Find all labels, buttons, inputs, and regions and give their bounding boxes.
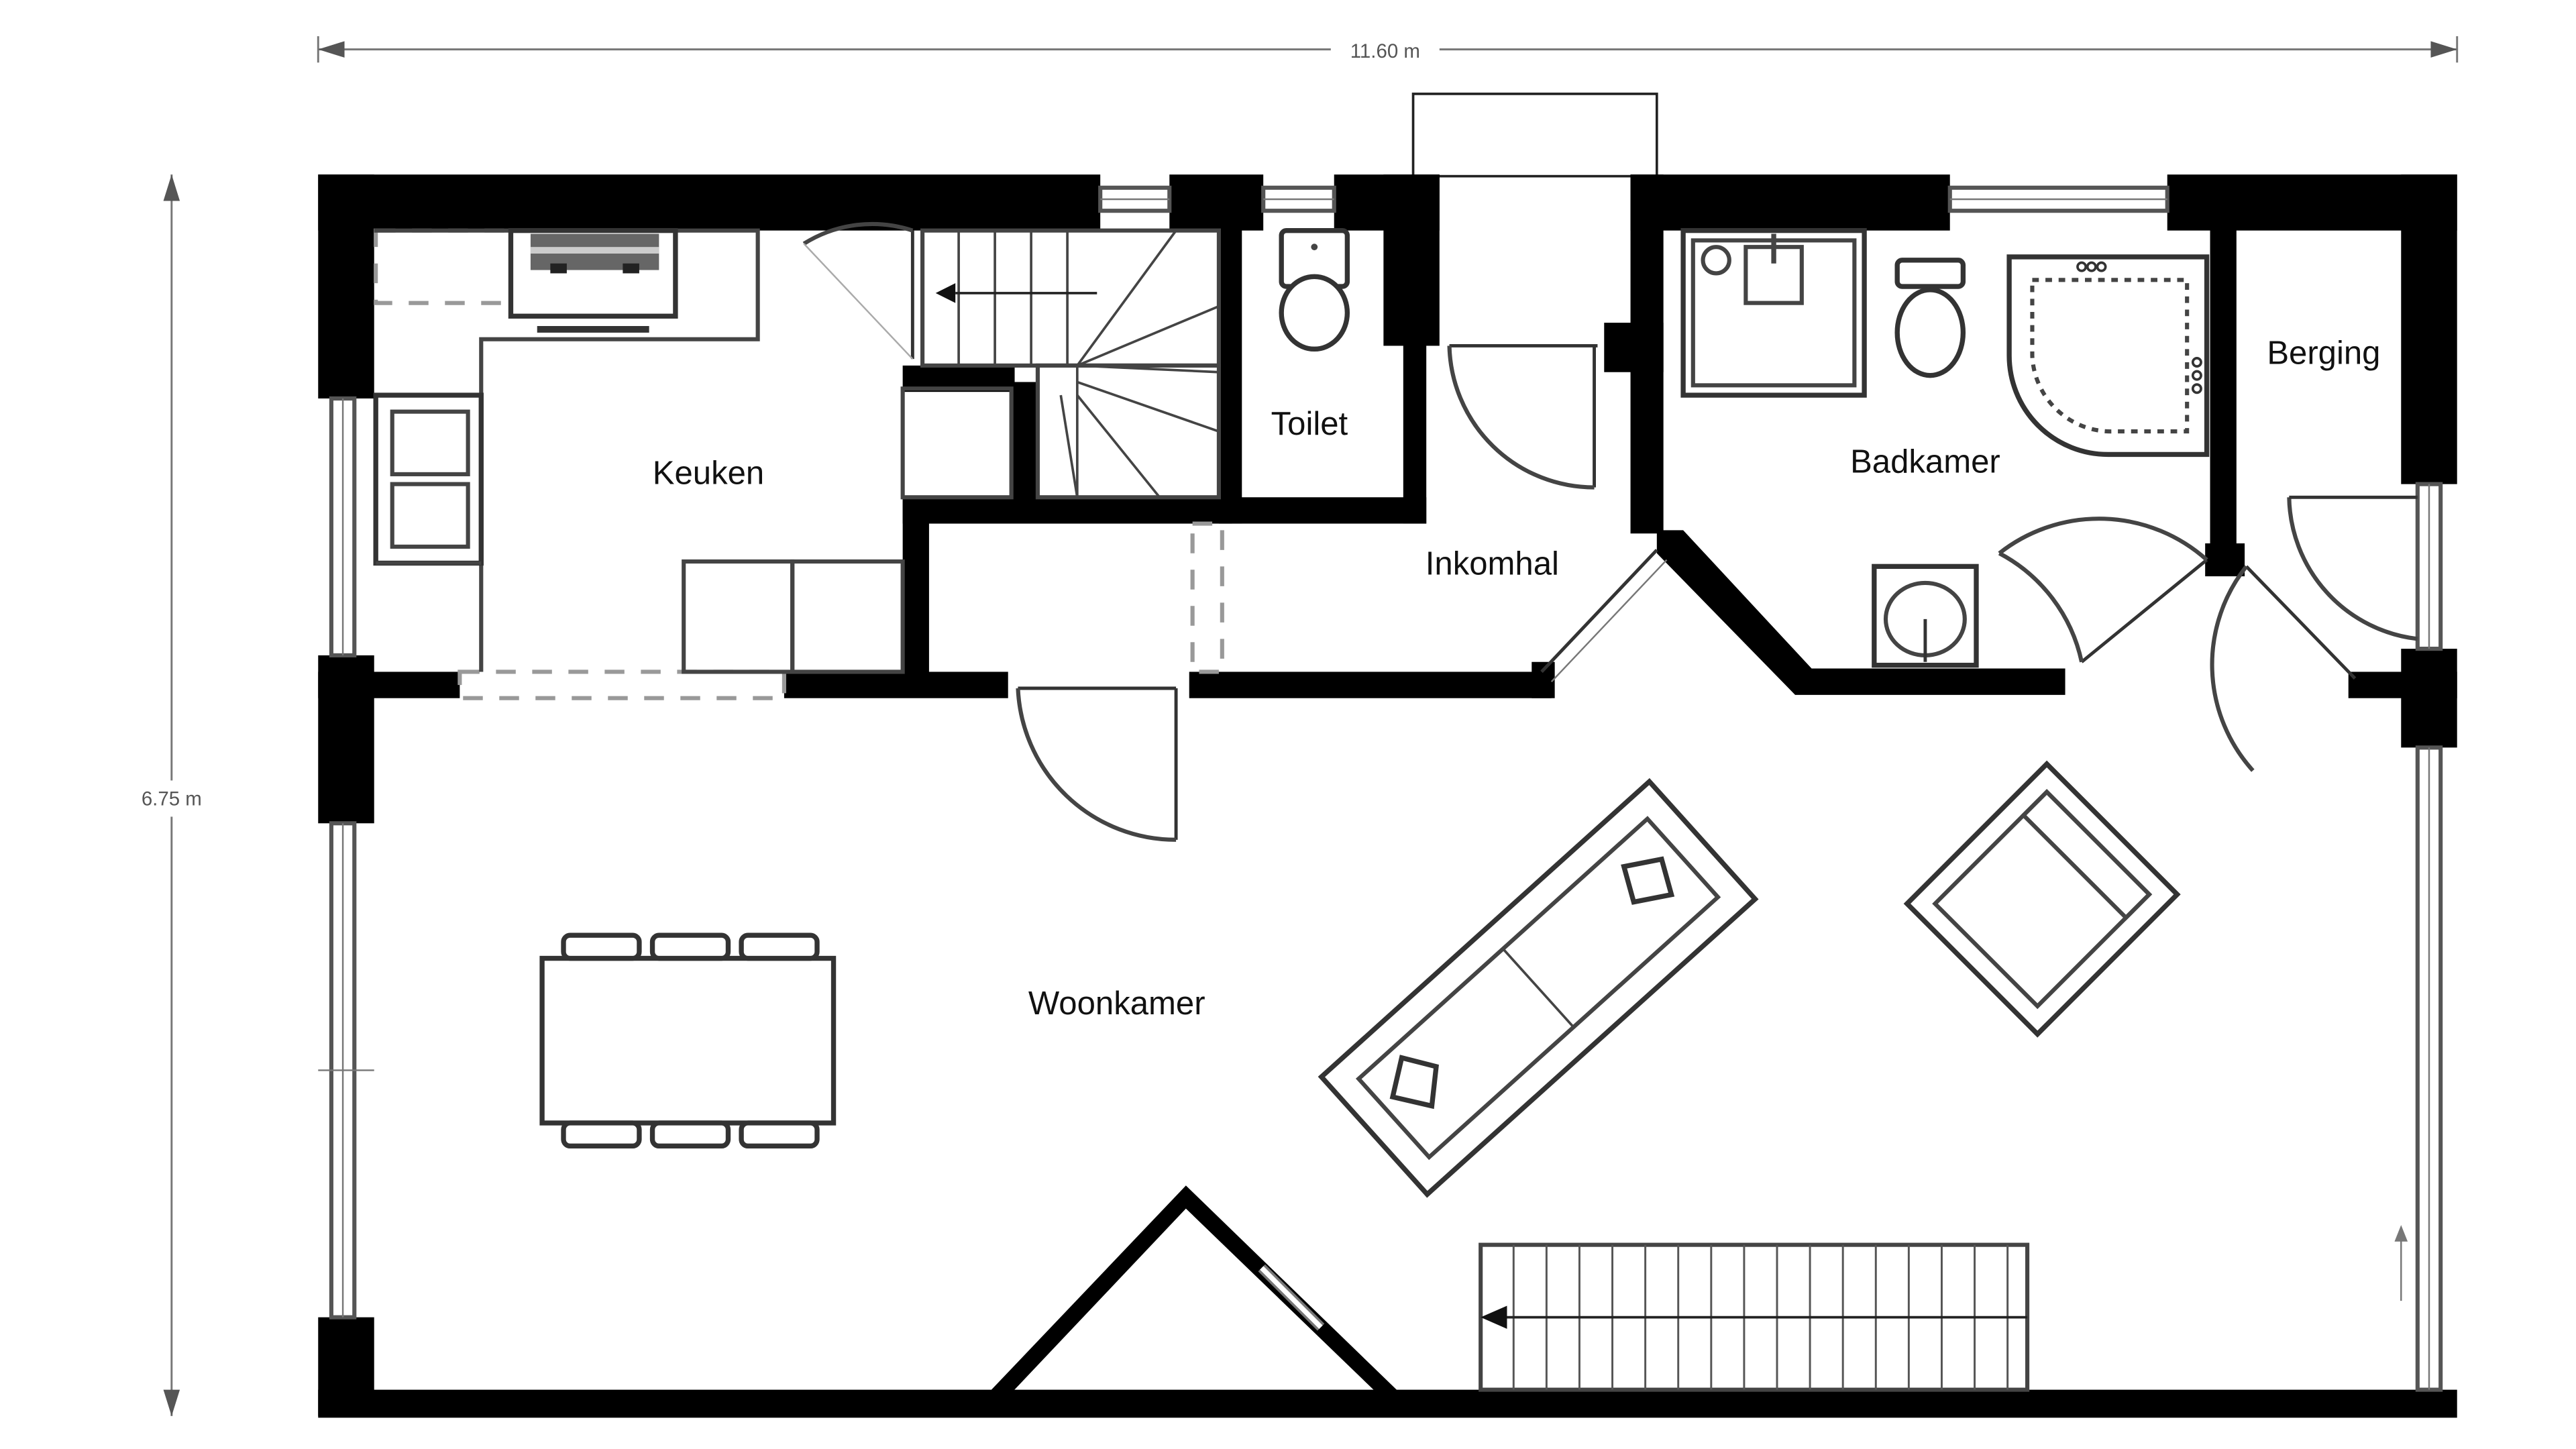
kitchen-fixtures (373, 227, 1014, 674)
room-label-toilet: Toilet (1271, 406, 1348, 442)
width-label: 11.60 m (1350, 40, 1420, 62)
armchair (1903, 760, 2181, 1038)
interior-walls (318, 174, 2457, 1393)
doors (374, 221, 2418, 842)
windows (318, 185, 2443, 1392)
dimension-width: 11.60 m (317, 33, 2459, 66)
dining-table (539, 932, 837, 1149)
up-arrow-icon (2394, 1225, 2408, 1301)
entrance-porch (1411, 93, 1658, 178)
bathroom-fixtures (1680, 227, 2210, 668)
room-label-berging: Berging (2267, 335, 2380, 371)
room-label-badkamer: Badkamer (1850, 443, 2000, 480)
toilet-fixture (1279, 227, 1350, 352)
dimension-height: 6.75 m (122, 174, 221, 1416)
room-label-inkomhal: Inkomhal (1426, 546, 1559, 582)
sofa (1318, 777, 1759, 1198)
stairs-lower (1479, 1242, 2030, 1392)
room-label-woonkamer: Woonkamer (1028, 985, 1205, 1022)
room-label-keuken: Keuken (653, 455, 764, 492)
stairs-upper (920, 228, 1221, 500)
height-label: 6.75 m (142, 788, 202, 810)
